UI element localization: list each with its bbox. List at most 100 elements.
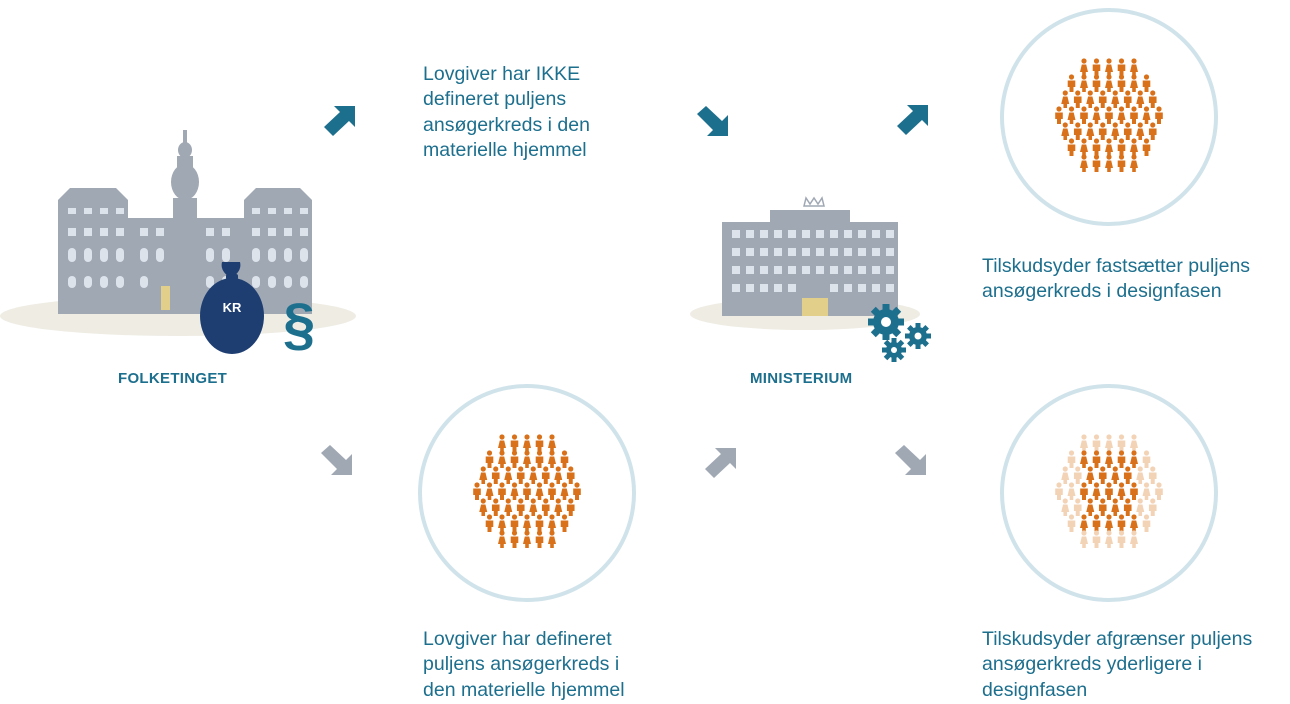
- person-icon: [1117, 530, 1126, 548]
- person-icon: [1105, 138, 1113, 156]
- person-icon: [1105, 154, 1113, 172]
- person-icon: [1130, 154, 1138, 172]
- person-icon: [1130, 514, 1138, 532]
- person-icon: [1130, 106, 1138, 124]
- person-icon: [554, 466, 563, 484]
- person-icon: [1092, 138, 1101, 156]
- person-icon: [504, 466, 513, 484]
- person-icon: [498, 482, 506, 500]
- person-icon: [1092, 154, 1101, 172]
- person-icon: [541, 498, 550, 516]
- person-icon: [1061, 90, 1070, 108]
- person-icon: [1130, 434, 1138, 452]
- person-icon: [1136, 498, 1145, 516]
- person-icon: [1111, 122, 1120, 140]
- person-icon: [485, 482, 494, 500]
- person-icon: [548, 434, 556, 452]
- person-icon: [1136, 90, 1145, 108]
- person-icon: [1061, 122, 1070, 140]
- folketinget-label: FOLKETINGET: [118, 370, 228, 387]
- person-icon: [1086, 498, 1095, 516]
- person-icon: [523, 530, 531, 548]
- person-icon: [1105, 434, 1113, 452]
- person-icon: [1061, 466, 1070, 484]
- person-icon: [535, 450, 544, 468]
- person-icon: [1136, 466, 1145, 484]
- person-icon: [523, 482, 531, 500]
- person-icon: [510, 530, 519, 548]
- person-icon: [1148, 90, 1157, 108]
- person-icon: [1061, 498, 1070, 516]
- money-bag-text: KR: [222, 300, 242, 315]
- person-icon: [1080, 450, 1088, 468]
- person-icon: [1148, 122, 1157, 140]
- gears-icon: [868, 304, 931, 362]
- person-icon: [1105, 74, 1113, 92]
- arrow-up-right-icon: [324, 106, 355, 136]
- person-icon: [1142, 450, 1151, 468]
- person-icon: [1105, 482, 1113, 500]
- person-icon: [516, 498, 525, 516]
- person-icon: [1086, 466, 1095, 484]
- person-icon: [548, 450, 556, 468]
- arrow-down-right-icon: [321, 445, 352, 475]
- person-icon: [485, 450, 494, 468]
- person-icon: [523, 450, 531, 468]
- person-icon: [1117, 482, 1126, 500]
- person-icon: [1067, 138, 1076, 156]
- person-icon: [1092, 106, 1101, 124]
- person-icon: [1055, 482, 1063, 500]
- person-icon: [1067, 482, 1076, 500]
- person-icon: [1111, 466, 1120, 484]
- person-icon: [1067, 106, 1076, 124]
- person-icon: [1098, 498, 1107, 516]
- person-icon: [1117, 450, 1126, 468]
- person-icon: [1080, 106, 1088, 124]
- person-icon: [1105, 530, 1113, 548]
- person-icon: [479, 498, 488, 516]
- people-crowd-icon: [1055, 434, 1163, 548]
- ministry-building-icon: [690, 196, 931, 362]
- arrow-up-right-icon: [705, 448, 736, 478]
- ministerium-label: MINISTERIUM: [750, 370, 853, 387]
- person-icon: [1123, 498, 1132, 516]
- person-icon: [1105, 58, 1113, 76]
- person-icon: [498, 530, 506, 548]
- person-icon: [1105, 106, 1113, 124]
- step-bottom-right-text: Tilskudsyder afgrænser puljens ansøgerkr…: [982, 628, 1253, 701]
- person-icon: [1117, 154, 1126, 172]
- person-icon: [1080, 74, 1088, 92]
- person-icon: [491, 466, 500, 484]
- person-icon: [1080, 58, 1088, 76]
- person-icon: [535, 434, 544, 452]
- person-icon: [1130, 482, 1138, 500]
- arrow-down-right-icon: [895, 445, 926, 475]
- person-icon: [1136, 122, 1145, 140]
- person-icon: [1148, 498, 1157, 516]
- person-icon: [1092, 58, 1101, 76]
- person-icon: [1130, 74, 1138, 92]
- person-icon: [1130, 530, 1138, 548]
- person-icon: [1142, 74, 1151, 92]
- person-icon: [535, 482, 544, 500]
- person-icon: [1117, 514, 1126, 532]
- person-icon: [1067, 74, 1076, 92]
- person-icon: [566, 498, 575, 516]
- person-icon: [1117, 106, 1126, 124]
- person-icon: [1142, 138, 1151, 156]
- person-icon: [491, 498, 500, 516]
- person-icon: [560, 482, 569, 500]
- person-icon: [1117, 74, 1126, 92]
- person-icon: [1155, 106, 1163, 124]
- person-icon: [510, 434, 519, 452]
- person-icon: [535, 530, 544, 548]
- person-icon: [560, 450, 569, 468]
- person-icon: [1117, 434, 1126, 452]
- person-icon: [498, 514, 506, 532]
- person-icon: [1098, 466, 1107, 484]
- step-top-right-text: Tilskudsyder fastsætter puljens ansøgerk…: [982, 255, 1251, 303]
- step-bottom-middle-text: Lovgiver har defineret puljens ansøgerkr…: [423, 628, 625, 701]
- person-icon: [548, 482, 556, 500]
- arrow-down-right-icon: [697, 106, 728, 136]
- crowd-circle-bottom-right: [1000, 384, 1218, 602]
